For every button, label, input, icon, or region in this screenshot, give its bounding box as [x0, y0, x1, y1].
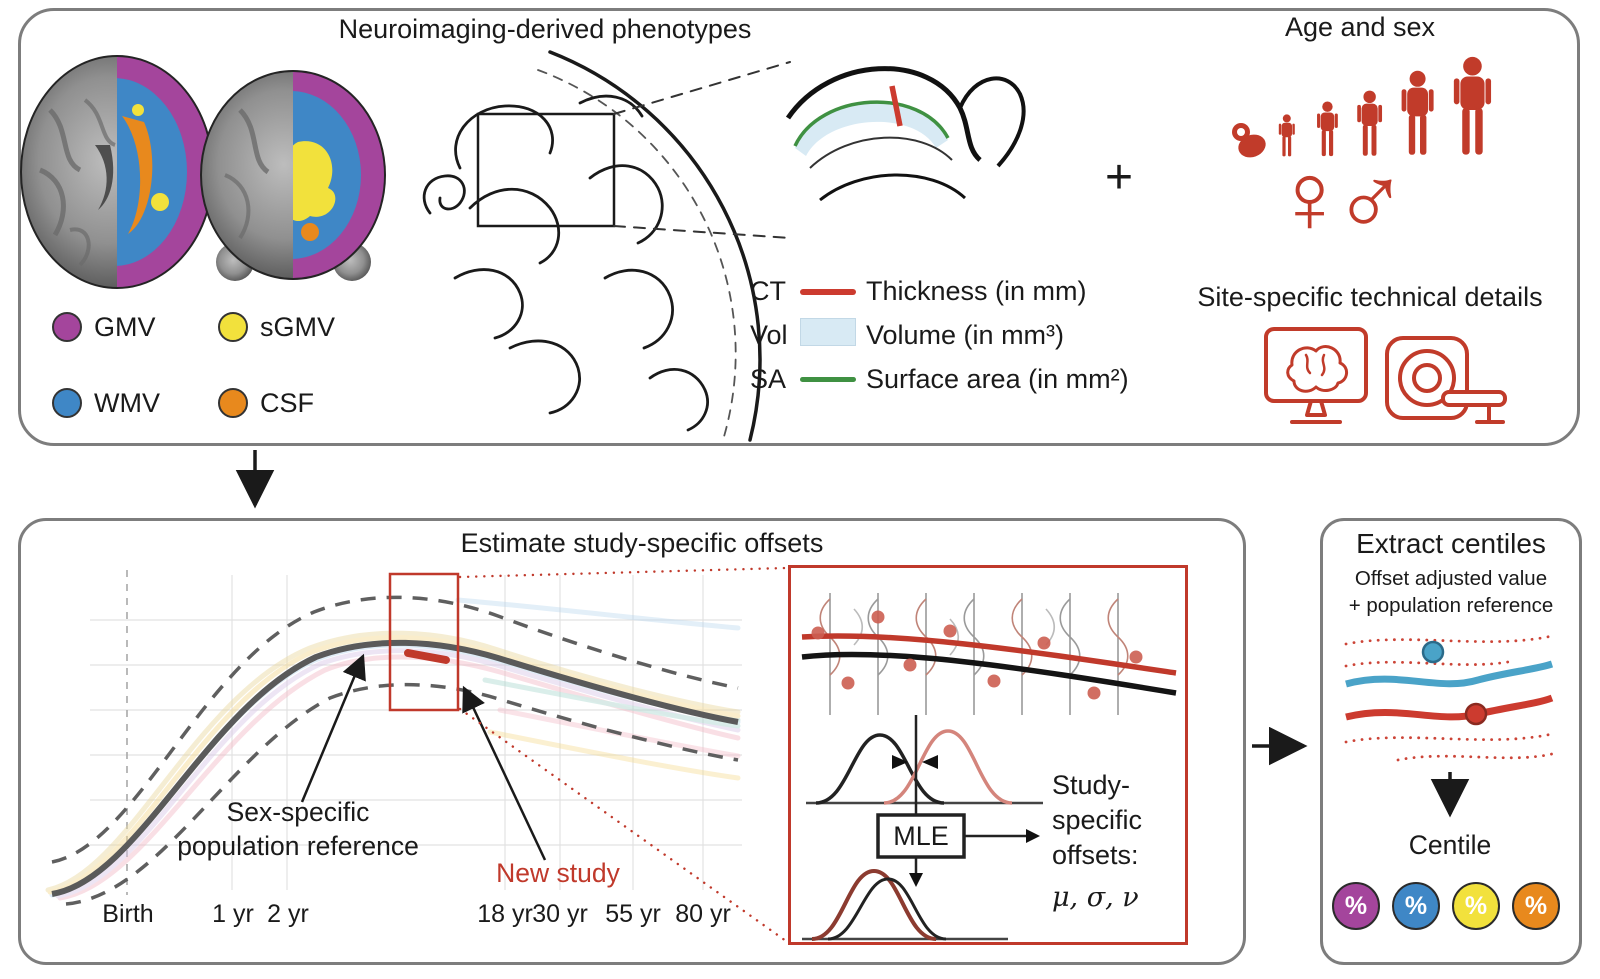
brain-mri-images: [20, 55, 386, 289]
zoom-inset: [785, 66, 1026, 202]
cortex-sketch: [422, 50, 1026, 442]
population-annotation-arrow: [300, 653, 366, 803]
monitor-brain-icon: [1264, 327, 1368, 424]
site-title: Site-specific technical details: [1197, 282, 1543, 312]
x-axis-label-80yr: 80 yr: [675, 900, 731, 928]
population-reference-label: Sex-specific population reference: [177, 797, 419, 861]
offsets-title: Estimate study-specific offsets: [460, 528, 824, 558]
thickness-line-swatch: [800, 289, 856, 295]
legend-label-gmv: GMV: [94, 312, 156, 342]
gender-symbols: ♀ ♂: [1272, 148, 1408, 248]
metric-label-ct: Thickness (in mm): [866, 276, 1087, 306]
metric-abbr-vol: Vol: [750, 320, 788, 350]
age-sex-title: Age and sex: [1284, 12, 1436, 42]
legend-swatch-sgmv: [218, 312, 248, 342]
metric-abbr-ct: CT: [750, 276, 786, 306]
study-data-points: [811, 610, 1143, 700]
thickness-marker: [889, 85, 903, 127]
percent-symbol: %: [1464, 891, 1488, 920]
centile-blue-curve: [1345, 660, 1554, 688]
plus-sign: +: [1105, 151, 1134, 204]
likelihood-distributions: [802, 715, 1043, 941]
baby-icon: [1232, 123, 1266, 158]
x-axis-label-55yr: 55 yr: [605, 900, 661, 928]
mle-label: MLE: [893, 821, 949, 851]
age-icons: [1232, 56, 1492, 158]
reference-trend-curve: [801, 651, 1177, 696]
centile-badge-gmv: %: [1332, 882, 1380, 930]
legend-swatch-wmv: [52, 388, 82, 418]
centile-badge-csf: %: [1512, 882, 1560, 930]
male-icon: ♂: [1333, 142, 1408, 254]
offset-detail-graphics: [801, 593, 1177, 941]
centiles-subtitle: Offset adjusted value + population refer…: [1348, 567, 1554, 617]
x-axis-label-2yr: 2 yr: [267, 900, 309, 928]
legend-label-csf: CSF: [260, 388, 314, 418]
coronal-brain-image: [200, 70, 386, 281]
centile-label: Centile: [1408, 830, 1492, 860]
x-axis-label-birth: Birth: [102, 900, 154, 928]
metric-abbr-sa: SA: [750, 364, 787, 394]
new-study-highlight-rect: [388, 572, 460, 712]
study-trend-curve: [801, 633, 1177, 676]
legend-swatch-csf: [218, 388, 248, 418]
new-study-segment: [404, 649, 450, 664]
zoom-source-rect: [476, 112, 616, 228]
blue-subject-dot: [1421, 640, 1445, 664]
new-study-label: New study: [496, 858, 620, 888]
legend-label-sgmv: sGMV: [260, 312, 336, 342]
person-icon: [1453, 56, 1492, 155]
axial-brain-image: [20, 55, 214, 289]
female-icon: ♀: [1272, 142, 1347, 254]
x-axis-label-1yr: 1 yr: [212, 900, 254, 928]
percent-symbol: %: [1344, 891, 1368, 920]
mri-scanner-icon: [1385, 336, 1507, 424]
offsets-symbols: μ, σ, ν: [1052, 882, 1139, 913]
centile-badge-sgmv: %: [1452, 882, 1500, 930]
offset-detail-box: [788, 565, 1188, 945]
metric-label-sa: Surface area (in mm²): [866, 364, 1129, 394]
surface-line-swatch: [800, 377, 856, 382]
centile-mini-chart: [1344, 634, 1554, 762]
offsets-text: Study- specific offsets:: [1052, 770, 1143, 871]
centile-badge-wmv: %: [1392, 882, 1440, 930]
centiles-title: Extract centiles: [1356, 528, 1546, 559]
neuroimaging-title: Neuroimaging-derived phenotypes: [338, 14, 752, 44]
volume-fill-swatch: [800, 318, 856, 346]
x-axis-label-30yr: 30 yr: [532, 900, 588, 928]
centile-red-curve: [1345, 694, 1554, 721]
legend-swatch-gmv: [52, 312, 82, 342]
percent-symbol: %: [1404, 891, 1428, 920]
red-subject-dot: [1464, 702, 1488, 726]
metric-label-vol: Volume (in mm³): [866, 320, 1065, 350]
gyri-lines: [422, 94, 709, 432]
legend-label-wmv: WMV: [94, 388, 160, 418]
percent-symbol: %: [1524, 891, 1548, 920]
